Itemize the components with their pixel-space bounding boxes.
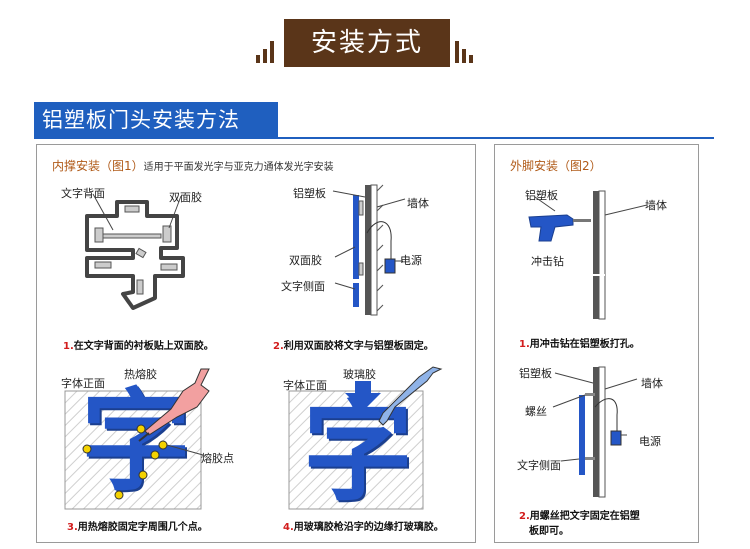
step-4: 4.用玻璃胶枪沿字的边缘打玻璃胶。 (283, 522, 444, 533)
label-wall-r2: 墙体 (641, 377, 663, 390)
inner-mount-panel: 内撑安装（图1）适用于平面发光字与亚克力通体发光字安装 文字背面 双面胶 铝塑板… (36, 144, 476, 543)
label-impact-drill: 冲击钻 (531, 255, 564, 268)
step-2: 2.利用双面胶将文字与铝塑板固定。 (273, 341, 434, 352)
section-divider (34, 137, 714, 139)
screw-mount-illustration (552, 366, 638, 498)
label-aluminum-board: 铝塑板 (293, 187, 326, 200)
inner-mount-heading: 内撑安装（图1）适用于平面发光字与亚克力通体发光字安装 (52, 159, 334, 173)
glue-points (82, 424, 204, 500)
label-aluminum-board-r2: 铝塑板 (519, 367, 552, 380)
glass-glue-board (288, 390, 424, 510)
glyph-letter-1: 字 (81, 378, 191, 506)
tape-mount-illustration (332, 184, 406, 316)
label-screw: 螺丝 (525, 405, 547, 418)
hot-glue-gun-icon (138, 368, 210, 460)
ext-step-2-cont: 板即可。 (529, 526, 569, 537)
header-bars-left (256, 39, 280, 63)
label-letter-side-r: 文字侧面 (517, 459, 561, 472)
label-letter-back: 文字背面 (61, 187, 105, 200)
step-1: 1.在文字背面的衬板贴上双面胶。 (63, 341, 214, 352)
label-glass-glue: 玻璃胶 (343, 368, 376, 381)
external-mount-panel: 外脚安装（图2） 铝塑板 墙体 冲击钻 1.用冲击钻在铝塑板打孔。 铝塑板 墙体… (494, 144, 699, 543)
letter-back-illustration (85, 193, 185, 310)
label-aluminum-board-r1: 铝塑板 (525, 189, 558, 202)
glyph-letter-2: 字 (303, 388, 413, 516)
label-double-tape: 双面胶 (169, 191, 202, 204)
label-double-tape-2: 双面胶 (289, 254, 322, 267)
page-title: 安装方式 (284, 19, 450, 67)
header-bars-right (455, 39, 479, 63)
drill-illustration (528, 190, 648, 320)
label-letter-side: 文字侧面 (281, 280, 325, 293)
section-title: 铝塑板门头安装方法 (34, 102, 278, 138)
ext-step-2: 2.用螺丝把文字固定在铝塑 (519, 511, 640, 522)
label-glue-point: 熔胶点 (201, 452, 234, 465)
step-3: 3.用热熔胶固定字周围几个点。 (67, 522, 208, 533)
label-hot-glue: 热熔胶 (124, 368, 157, 381)
label-power-supply: 电源 (400, 254, 422, 267)
label-wall-r1: 墙体 (645, 199, 667, 212)
label-power-supply-r: 电源 (639, 435, 661, 448)
inner-mount-subheading: 适用于平面发光字与亚克力通体发光字安装 (143, 162, 334, 173)
label-letter-front: 字体正面 (61, 377, 105, 390)
glass-glue-gun-icon (345, 366, 443, 426)
label-wall: 墙体 (407, 197, 429, 210)
external-mount-heading: 外脚安装（图2） (510, 159, 602, 173)
ext-step-1: 1.用冲击钻在铝塑板打孔。 (519, 339, 640, 350)
label-letter-front-2: 字体正面 (283, 379, 327, 392)
